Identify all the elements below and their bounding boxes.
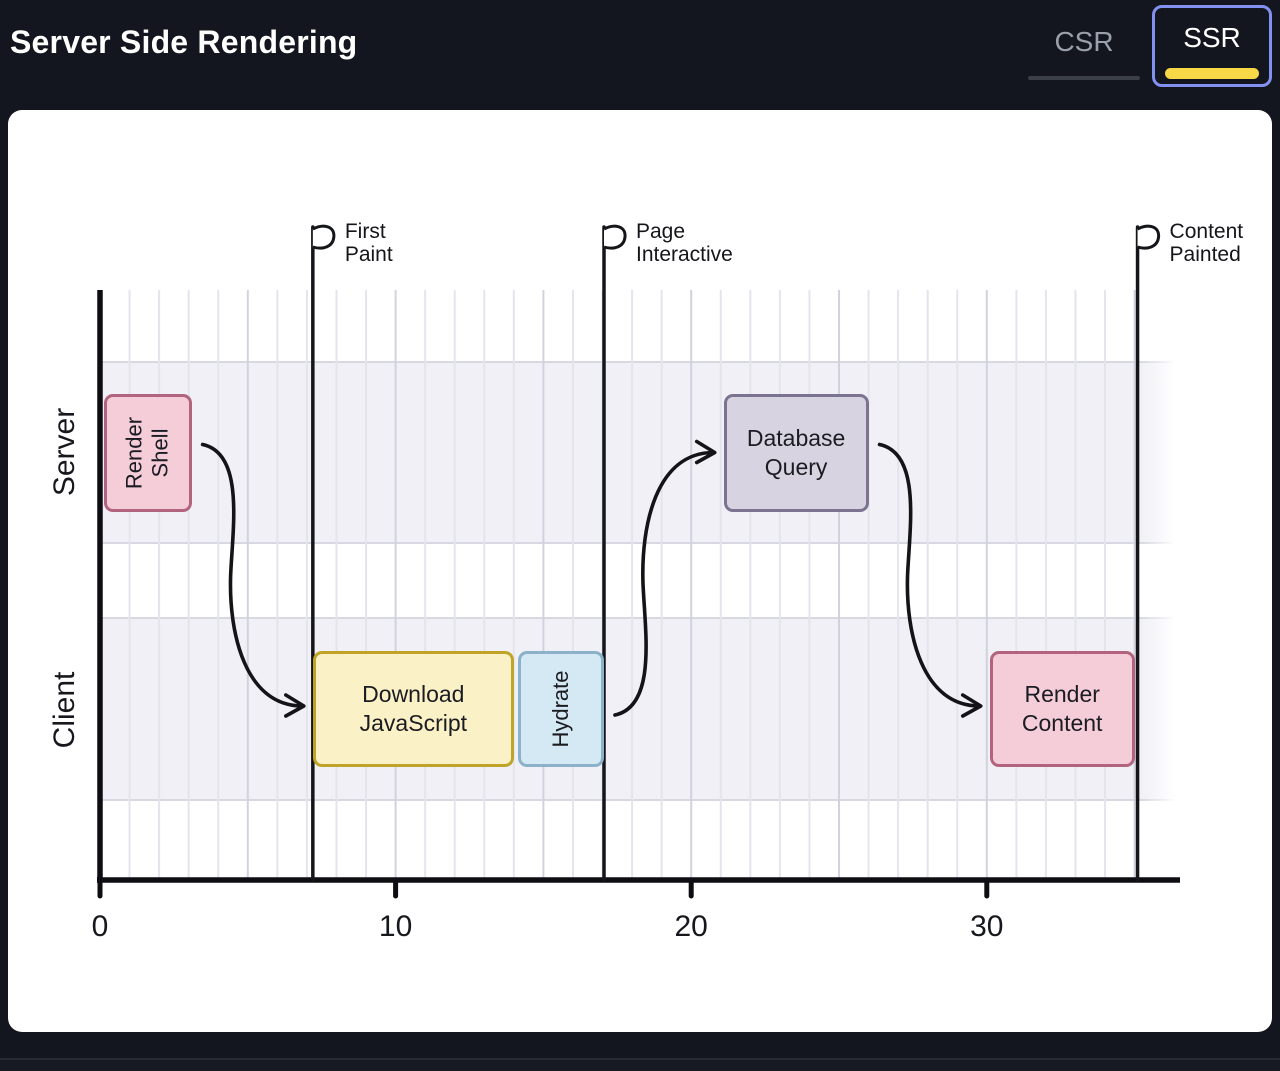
- tab-ssr-active-indicator: [1165, 68, 1259, 79]
- flow-arrowhead: [960, 693, 983, 718]
- milestone-label-line: Page: [635, 220, 686, 243]
- tab-csr-underline: [1028, 76, 1140, 80]
- milestone-label-line: Paint: [344, 243, 393, 266]
- footer-divider: [0, 1058, 1280, 1060]
- task-label: Render Shell: [121, 416, 174, 489]
- lane-edge-line: [100, 361, 1178, 363]
- milestone-label-line: Content: [1169, 220, 1244, 243]
- task-box-hydrate: Hydrate: [518, 651, 604, 767]
- lane-edge-line: [100, 542, 1178, 544]
- flag-icon: [603, 224, 627, 250]
- flag-icon: [1136, 224, 1161, 250]
- lane-edge-line: [100, 799, 1178, 801]
- app-header: Server Side Rendering CSR SSR: [0, 0, 1280, 110]
- milestone-label-line: First: [344, 220, 386, 243]
- task-box-download-javascript: Download JavaScript: [312, 651, 514, 767]
- task-label: Database Query: [746, 424, 846, 480]
- tab-ssr[interactable]: SSR: [1152, 5, 1272, 87]
- task-label: Render Content: [1021, 681, 1103, 736]
- x-axis-tick-label: 0: [91, 910, 109, 943]
- task-box-render-shell: Render Shell: [104, 393, 192, 512]
- flow-arrowhead: [694, 439, 717, 465]
- milestone-label-line: Painted: [1169, 243, 1241, 266]
- x-axis-tick-label: 30: [970, 910, 1004, 943]
- task-box-database-query: Database Query: [723, 393, 869, 512]
- timeline-chart: [97, 224, 1180, 899]
- tab-csr-label: CSR: [1054, 26, 1114, 57]
- tab-csr[interactable]: CSR: [1028, 4, 1140, 80]
- milestone-label-line: Interactive: [635, 243, 733, 266]
- page-title: Server Side Rendering: [10, 24, 358, 60]
- task-box-render-content: Render Content: [989, 651, 1135, 767]
- flow-arrow: [877, 442, 982, 708]
- flow-arrow: [200, 442, 305, 708]
- x-axis-tick-label: 10: [378, 910, 413, 943]
- lane-edge-line: [100, 617, 1178, 619]
- task-label: Download JavaScript: [359, 681, 468, 736]
- flag-icon: [312, 224, 336, 250]
- x-axis-tick-label: 20: [674, 910, 708, 943]
- footer-strip: [0, 1060, 1280, 1071]
- tab-ssr-label: SSR: [1183, 22, 1241, 53]
- flow-arrow: [613, 450, 716, 717]
- flow-arrowhead: [284, 693, 306, 718]
- task-label: Hydrate: [547, 670, 573, 748]
- lane-bg-server: [100, 362, 1178, 543]
